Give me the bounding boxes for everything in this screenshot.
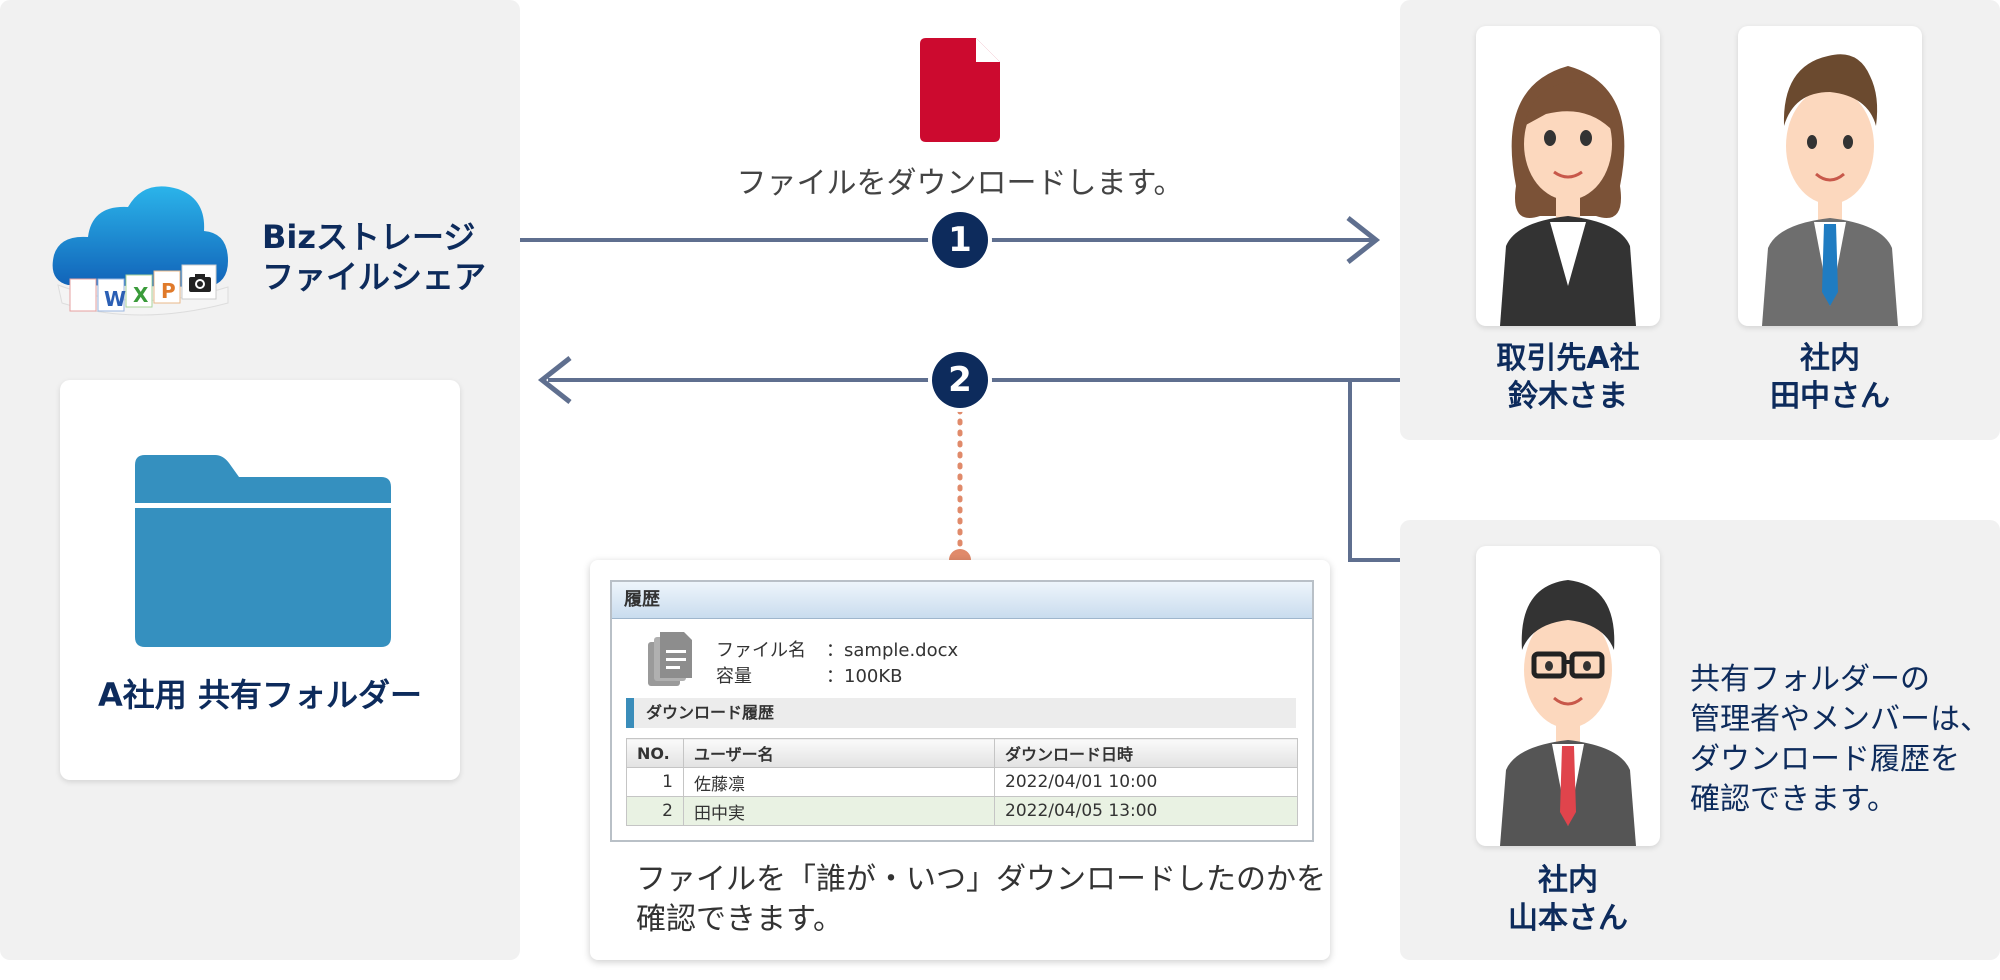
step1-label: ファイルをダウンロードします。 bbox=[736, 166, 1184, 201]
row-user: 佐藤凛 bbox=[683, 767, 995, 797]
table-row: 2 田中実 2022/04/05 13:00 bbox=[626, 796, 1298, 826]
file-size-row: 容量 ：100KB bbox=[716, 662, 903, 688]
person-name-yamamoto: 社内 山本さん bbox=[1440, 862, 1696, 938]
row-user: 田中実 bbox=[683, 796, 995, 826]
businessman-avatar bbox=[1762, 54, 1898, 326]
history-title: 履歴 bbox=[612, 582, 1312, 619]
powerpoint-icon: P bbox=[161, 279, 176, 303]
admin-man-avatar bbox=[1500, 580, 1636, 846]
person-name-suzuki: 取引先A社 鈴木さま bbox=[1440, 340, 1696, 416]
brand-name-line1: Bizストレージ bbox=[262, 218, 476, 256]
row-no: 1 bbox=[626, 767, 684, 797]
admin-note-line2: 管理者やメンバーは、 bbox=[1690, 702, 1990, 737]
excel-icon: X bbox=[133, 283, 149, 307]
documents-icon bbox=[648, 632, 692, 686]
admin-note-line1: 共有フォルダーの bbox=[1690, 662, 1930, 697]
person-suzuki-line2: 鈴木さま bbox=[1508, 379, 1628, 414]
businesswoman-avatar bbox=[1500, 66, 1636, 326]
brand-logo: W X P bbox=[48, 175, 238, 325]
step2-number: 2 bbox=[932, 352, 988, 408]
history-window: 履歴 ファイル名 ：sample.docx 容量 ：100KB ダウンロード履歴 N… bbox=[610, 580, 1314, 842]
folder-label: A社用 共有フォルダー bbox=[98, 676, 422, 714]
person-card-suzuki bbox=[1476, 26, 1660, 326]
row-no: 2 bbox=[626, 796, 684, 826]
download-history-section: ダウンロード履歴 bbox=[626, 698, 1296, 728]
brand-name: Bizストレージ ファイルシェア bbox=[262, 217, 486, 297]
step2-badge: 2 bbox=[928, 348, 992, 412]
step1-number: 1 bbox=[932, 212, 988, 268]
row-datetime: 2022/04/01 10:00 bbox=[994, 767, 1298, 797]
person-card-yamamoto bbox=[1476, 546, 1660, 846]
download-history-title: ダウンロード履歴 bbox=[646, 703, 775, 722]
person-yamamoto-line2: 山本さん bbox=[1508, 901, 1628, 936]
file-name-row: ファイル名 ：sample.docx bbox=[716, 636, 958, 662]
admin-note: 共有フォルダーの 管理者やメンバーは、 ダウンロード履歴を 確認できます。 bbox=[1690, 660, 1990, 820]
person-card-tanaka bbox=[1738, 26, 1922, 326]
section-marker bbox=[626, 698, 634, 728]
word-icon: W bbox=[104, 287, 127, 311]
folder-icon bbox=[135, 455, 391, 647]
file-name-value: ：sample.docx bbox=[826, 640, 959, 661]
person-tanaka-line1: 社内 bbox=[1800, 341, 1860, 376]
history-card: 履歴 ファイル名 ：sample.docx 容量 ：100KB ダウンロード履歴 N… bbox=[590, 560, 1330, 960]
table-header-row: NO. ユーザー名 ダウンロード日時 bbox=[626, 738, 1298, 768]
file-size-label: 容量 bbox=[716, 666, 752, 687]
history-caption-line1: ファイルを「誰が・いつ」ダウンロードしたのかを bbox=[636, 862, 1326, 897]
table-row: 1 佐藤凛 2022/04/01 10:00 bbox=[626, 767, 1298, 797]
file-size-value: ：100KB bbox=[826, 666, 903, 687]
history-caption-line2: 確認できます。 bbox=[636, 902, 843, 937]
person-suzuki-line1: 取引先A社 bbox=[1496, 341, 1640, 376]
download-history-table: NO. ユーザー名 ダウンロード日時 1 佐藤凛 2022/04/01 10:0… bbox=[626, 738, 1298, 826]
camera-icon bbox=[189, 274, 211, 292]
column-datetime: ダウンロード日時 bbox=[994, 738, 1298, 768]
person-yamamoto-line1: 社内 bbox=[1538, 863, 1598, 898]
file-icon bbox=[920, 38, 1000, 142]
admin-note-line3: ダウンロード履歴を bbox=[1690, 742, 1960, 777]
column-no: NO. bbox=[626, 738, 684, 768]
step1-badge: 1 bbox=[928, 208, 992, 272]
admin-note-line4: 確認できます。 bbox=[1690, 782, 1897, 817]
brand-name-line2: ファイルシェア bbox=[262, 258, 487, 296]
column-user: ユーザー名 bbox=[683, 738, 995, 768]
file-name-label: ファイル名 bbox=[716, 640, 806, 661]
person-tanaka-line2: 田中さん bbox=[1770, 379, 1890, 414]
cloud-icon bbox=[52, 186, 229, 316]
person-name-tanaka: 社内 田中さん bbox=[1702, 340, 1958, 416]
history-caption: ファイルを「誰が・いつ」ダウンロードしたのかを 確認できます。 bbox=[636, 860, 1326, 940]
row-datetime: 2022/04/05 13:00 bbox=[994, 796, 1298, 826]
